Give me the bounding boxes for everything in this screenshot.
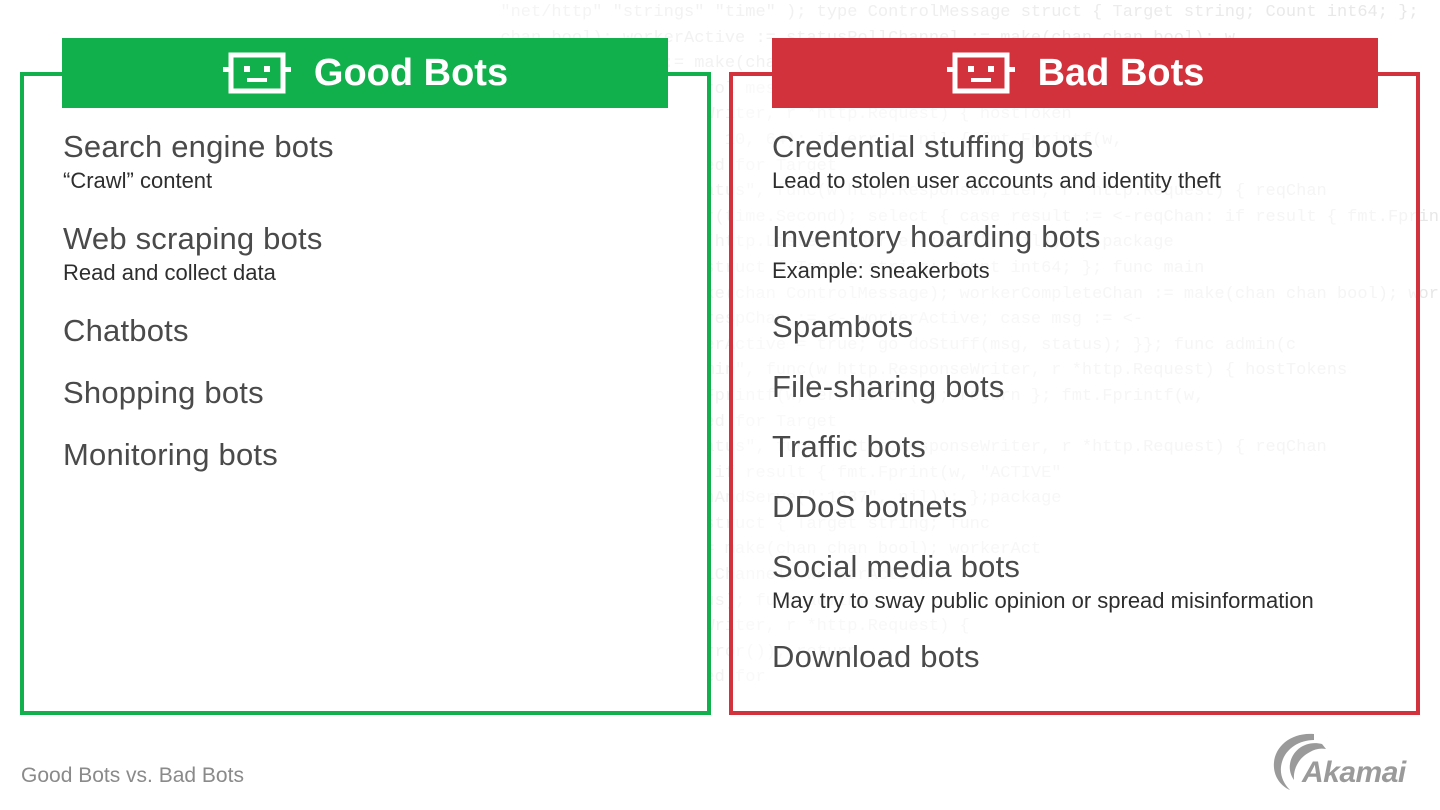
list-item: Spambots <box>772 308 1412 346</box>
item-title: File-sharing bots <box>772 369 1005 404</box>
robot-face-icon <box>946 52 1015 94</box>
item-title: DDoS botnets <box>772 489 968 524</box>
list-item: Download bots <box>772 638 1412 676</box>
robot-face-icon <box>222 52 291 94</box>
item-title: Spambots <box>772 309 914 344</box>
list-item: Chatbots <box>63 312 683 350</box>
bad-bots-title: Bad Bots <box>1037 51 1205 94</box>
item-subtitle: Lead to stolen user accounts and identit… <box>772 168 1221 193</box>
list-item: Monitoring bots <box>63 436 683 474</box>
background-code-line: "net/http" "strings" "time" ); type Cont… <box>480 3 1419 22</box>
good-bots-header: Good Bots <box>62 38 668 108</box>
list-item: Shopping bots <box>63 374 683 412</box>
bad-bots-header: Bad Bots <box>772 38 1378 108</box>
item-subtitle: Read and collect data <box>63 260 276 285</box>
akamai-logo-text: Akamai <box>1302 756 1406 789</box>
item-title: Web scraping bots <box>63 221 323 256</box>
list-item: Traffic bots <box>772 428 1412 466</box>
item-title: Download bots <box>772 639 980 674</box>
item-subtitle: May try to sway public opinion or spread… <box>772 588 1314 613</box>
list-item: DDoS botnets <box>772 488 1412 526</box>
item-title: Shopping bots <box>63 375 264 410</box>
item-title: Inventory hoarding bots <box>772 219 1101 254</box>
akamai-logo: Akamai <box>1268 728 1420 792</box>
list-item: File-sharing bots <box>772 368 1412 406</box>
good-bots-frame <box>20 72 711 715</box>
item-title: Chatbots <box>63 313 189 348</box>
item-subtitle: Example: sneakerbots <box>772 258 990 283</box>
item-subtitle: “Crawl” content <box>63 168 213 193</box>
akamai-wave-icon <box>1273 733 1326 790</box>
footer-caption: Good Bots vs. Bad Bots <box>21 764 244 787</box>
item-title: Credential stuffing bots <box>772 129 1094 164</box>
list-item: Search engine bots “Crawl” content <box>63 128 683 196</box>
item-title: Traffic bots <box>772 429 927 464</box>
good-bots-title: Good Bots <box>313 51 509 94</box>
bad-bots-frame <box>729 72 1420 715</box>
item-title: Monitoring bots <box>63 437 278 472</box>
item-title: Social media bots <box>772 549 1021 584</box>
item-title: Search engine bots <box>63 129 334 164</box>
